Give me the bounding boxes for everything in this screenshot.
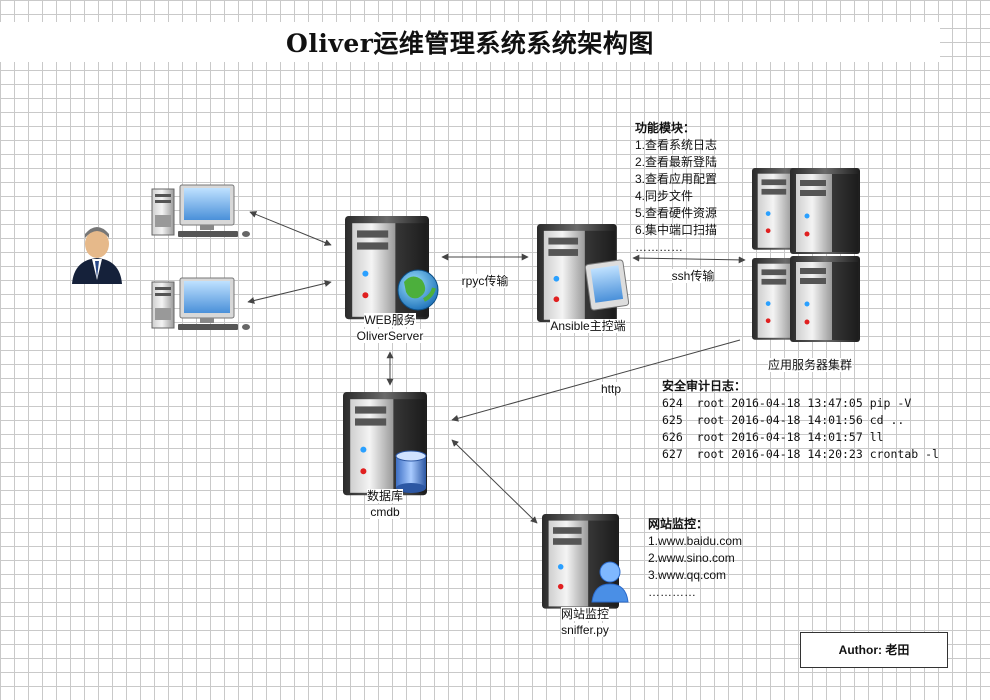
list-item: ………… (648, 585, 696, 599)
list-item: 6.集中端口扫描 (635, 223, 718, 237)
sniffer-server-icon (542, 514, 629, 609)
database-server-icon (343, 392, 427, 496)
list-item: 3.www.qq.com (648, 568, 727, 582)
function-modules: 功能模块： 1.查看系统日志 2.查看最新登陆 3.查看应用配置 4.同步文件 … (635, 120, 745, 256)
ansible-label: Ansible主控端 (550, 319, 626, 333)
client-pc-icon (151, 277, 251, 331)
function-modules-heading: 功能模块： (635, 121, 696, 135)
audit-log-heading: 安全审计日志： (662, 379, 747, 393)
app-cluster-label: 应用服务器集群 (767, 358, 852, 372)
website-monitor-heading: 网站监控： (648, 517, 709, 531)
list-item: 4.同步文件 (635, 189, 694, 203)
table-row: 626 root 2016-04-18 14:01:57 ll (662, 430, 884, 444)
ssh-edge-label: ssh传输 (671, 269, 715, 283)
page-title: Oliver运维管理系统系统架构图 (0, 22, 940, 62)
sniffer-label: 网站监控 sniffer.py (560, 607, 609, 637)
list-item: 3.查看应用配置 (635, 172, 718, 186)
http-edge-label: http (600, 382, 621, 396)
database-label: 数据库 cmdb (366, 489, 403, 519)
list-item: 1.查看系统日志 (635, 138, 718, 152)
table-row: 627 root 2016-04-18 14:20:23 crontab -l (662, 447, 939, 461)
app-server-cluster-icon (752, 168, 860, 342)
client-pc-icon (151, 184, 251, 238)
website-monitor: 网站监控： 1.www.baidu.com 2.www.sino.com 3.w… (648, 516, 788, 601)
list-item: 2.www.sino.com (648, 551, 735, 565)
table-row: 624 root 2016-04-18 13:47:05 pip -V (662, 396, 912, 410)
rpyc-edge-label: rpyc传输 (461, 274, 509, 288)
list-item: 5.查看硬件资源 (635, 206, 718, 220)
list-item: 2.查看最新登陆 (635, 155, 718, 169)
list-item: 1.www.baidu.com (648, 534, 743, 548)
table-row: 625 root 2016-04-18 14:01:56 cd .. (662, 413, 905, 427)
author-box: Author: 老田 (800, 632, 948, 668)
user-icon (72, 227, 122, 284)
web-server-icon (345, 216, 439, 320)
audit-log: 安全审计日志： 624 root 2016-04-18 13:47:05 pip… (662, 378, 962, 463)
web-server-label: WEB服务 OliverServer (356, 313, 424, 343)
ansible-server-icon (537, 224, 630, 323)
list-item: ………… (635, 240, 683, 254)
